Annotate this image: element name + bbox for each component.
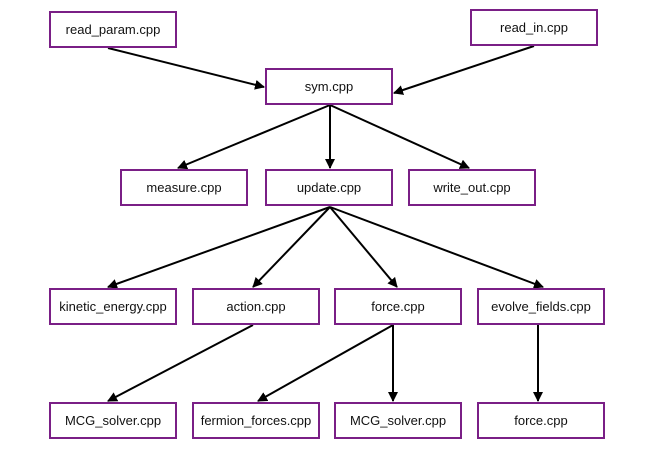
node-label: read_in.cpp: [500, 20, 568, 35]
node-box: [49, 288, 177, 325]
edge-read_param-to-sym: [107, 47, 265, 90]
node-box: [49, 11, 177, 48]
edge-action-to-mcg_solver_1: [107, 324, 254, 402]
node-force: force.cpp: [334, 288, 462, 325]
edge-force-to-fermion_forces: [257, 324, 394, 402]
node-label: fermion_forces.cpp: [201, 413, 312, 428]
edge-update-to-force: [329, 206, 398, 288]
node-box: [477, 288, 605, 325]
node-label: kinetic_energy.cpp: [59, 299, 166, 314]
node-label: update.cpp: [297, 180, 361, 195]
edge-update-to-action: [252, 206, 331, 288]
node-box: [120, 169, 248, 206]
node-label: measure.cpp: [146, 180, 221, 195]
node-read-in: read_in.cpp: [470, 9, 598, 46]
node-box: [470, 9, 598, 46]
node-update: update.cpp: [265, 169, 393, 206]
node-label: sym.cpp: [305, 79, 353, 94]
node-label: MCG_solver.cpp: [65, 413, 161, 428]
node-kinetic-energy: kinetic_energy.cpp: [49, 288, 177, 325]
node-label: action.cpp: [226, 299, 285, 314]
node-evolve-fields: evolve_fields.cpp: [477, 288, 605, 325]
node-mcg-solver-2: MCG_solver.cpp: [334, 402, 462, 439]
node-write-out: write_out.cpp: [408, 169, 536, 206]
node-box: [192, 402, 320, 439]
node-box: [477, 402, 605, 439]
node-box: [265, 68, 393, 105]
node-box: [408, 169, 536, 206]
node-box: [192, 288, 320, 325]
node-box: [49, 402, 177, 439]
node-box: [334, 288, 462, 325]
node-mcg-solver-1: MCG_solver.cpp: [49, 402, 177, 439]
edges: [107, 45, 544, 402]
node-sym: sym.cpp: [265, 68, 393, 105]
nodes: read_param.cpp read_in.cpp sym.cpp measure.…: [49, 9, 605, 439]
edge-read_in-to-sym: [393, 45, 535, 95]
node-label: MCG_solver.cpp: [350, 413, 446, 428]
edge-sym-to-measure: [177, 104, 331, 170]
node-read-param: read_param.cpp: [49, 11, 177, 48]
node-label: force.cpp: [514, 413, 567, 428]
node-action: action.cpp: [192, 288, 320, 325]
node-label: force.cpp: [371, 299, 424, 314]
node-force-2: force.cpp: [477, 402, 605, 439]
node-box: [334, 402, 462, 439]
node-fermion-forces: fermion_forces.cpp: [192, 402, 320, 439]
node-box: [265, 169, 393, 206]
edge-sym-to-write_out: [329, 104, 470, 169]
node-label: write_out.cpp: [432, 180, 510, 195]
edge-update-to-kinetic_energy: [107, 206, 331, 289]
node-measure: measure.cpp: [120, 169, 248, 206]
node-label: read_param.cpp: [66, 22, 161, 37]
node-label: evolve_fields.cpp: [491, 299, 591, 314]
edge-update-to-evolve_fields: [329, 206, 544, 289]
